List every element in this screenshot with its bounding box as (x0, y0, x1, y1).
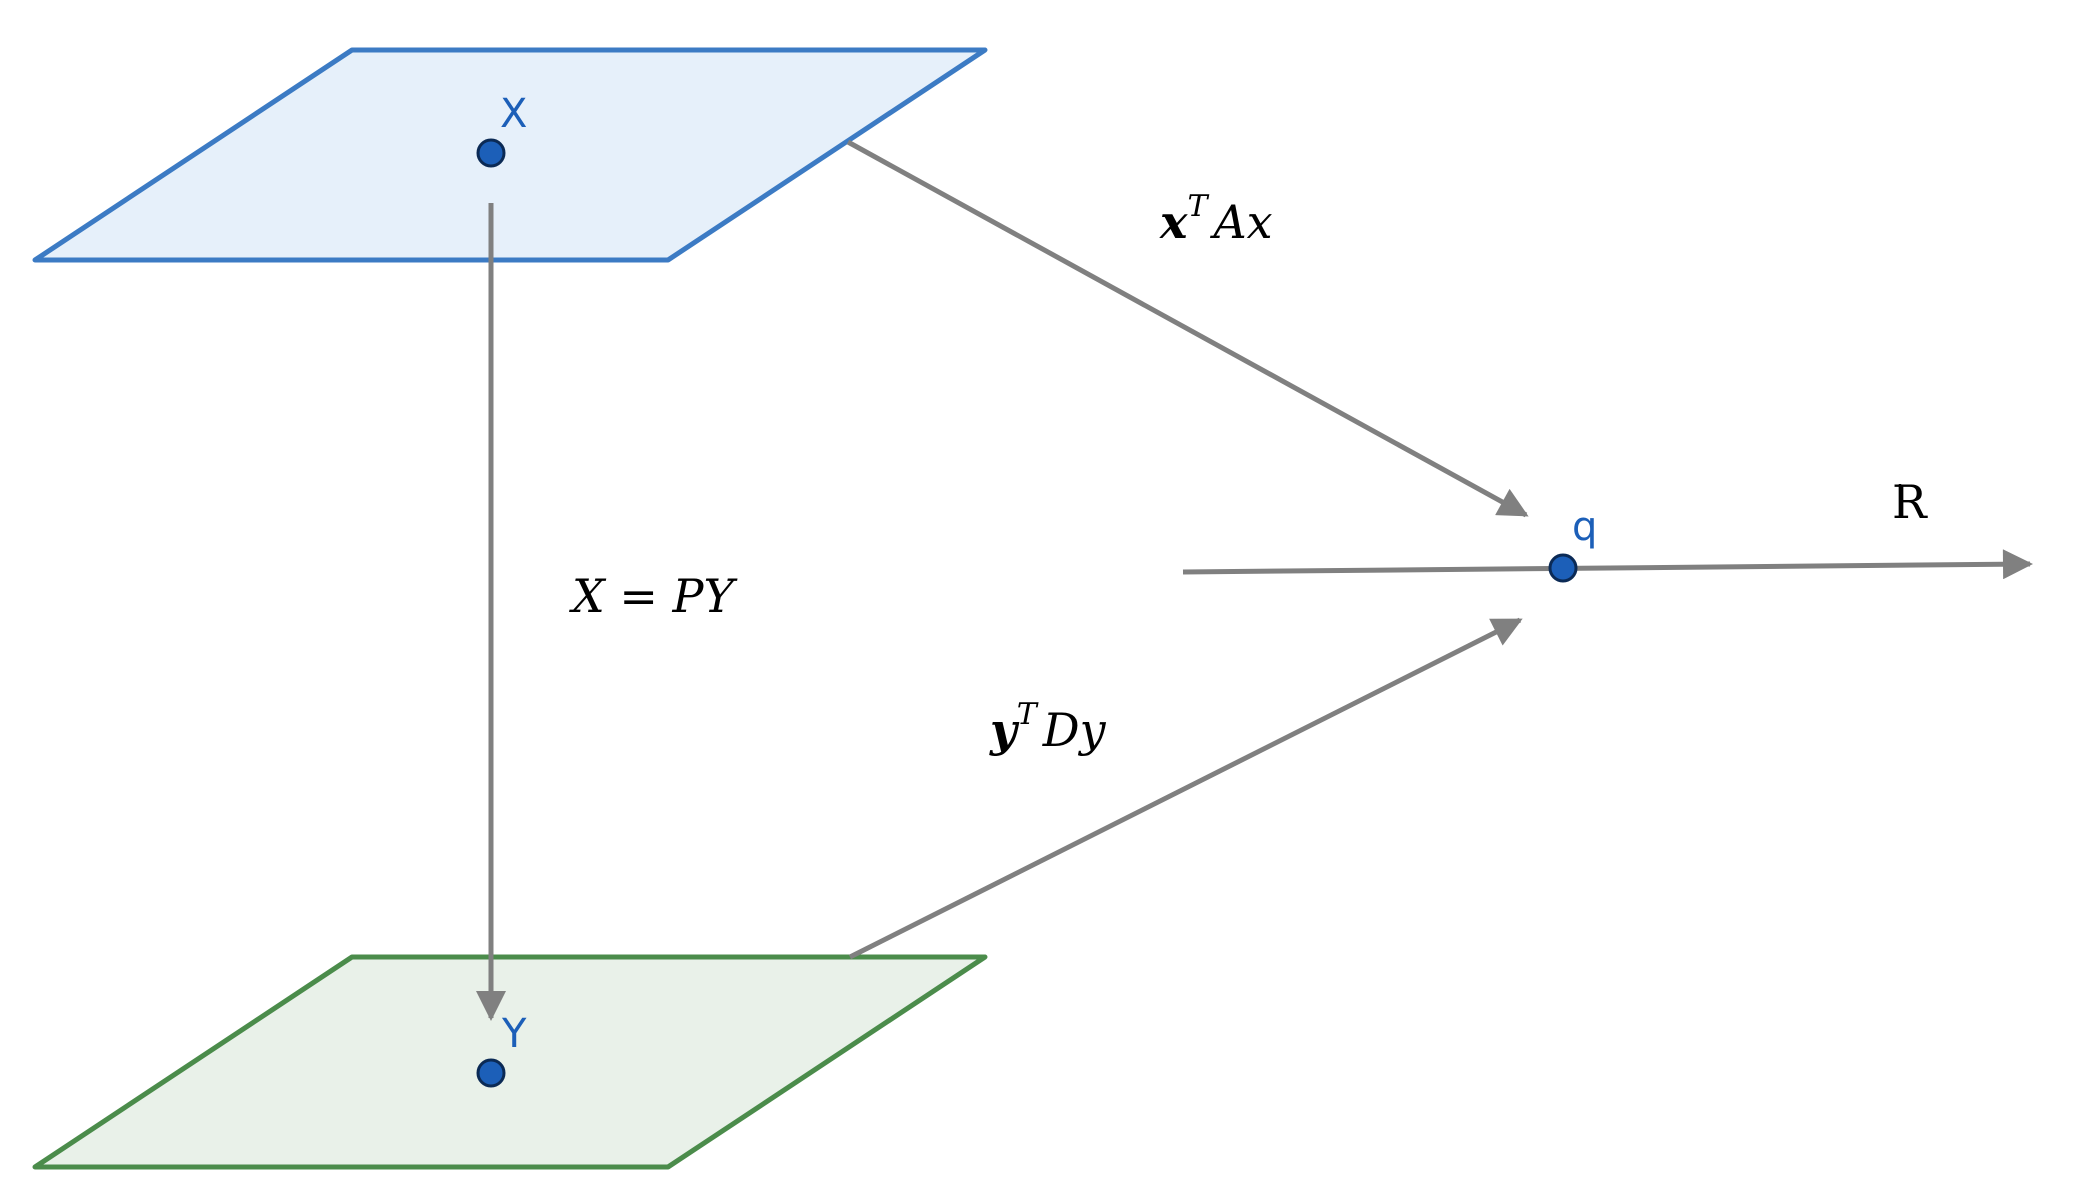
plane-x (32, 47, 988, 263)
map-label-x-to-y: X = PY (569, 569, 738, 623)
point-q (1548, 553, 1578, 583)
real-numbers-label: R (1892, 475, 1928, 529)
map-xy-eq: = (605, 569, 673, 623)
arrow-y-to-q (848, 617, 1523, 960)
real-numbers-symbol: R (1892, 475, 1928, 529)
map-xy-left: X (569, 569, 607, 623)
map-x-base: x (1159, 195, 1188, 249)
map-y-sup: T (1017, 697, 1039, 732)
map-x-rest: Ax (1209, 195, 1272, 249)
arrow-x-to-q (846, 139, 1529, 518)
point-y (476, 1058, 506, 1088)
map-y-base: y (989, 703, 1020, 757)
map-xy-right: PY (672, 569, 739, 623)
point-x (476, 138, 506, 168)
plane-y (32, 954, 988, 1170)
map-y-rest: Dy (1042, 703, 1107, 757)
real-axis (1182, 549, 2033, 580)
map-x-sup: T (1187, 189, 1209, 224)
point-q-label: q (1572, 504, 1597, 550)
point-x-label: X (500, 91, 527, 137)
point-y-label: Y (501, 1011, 527, 1057)
